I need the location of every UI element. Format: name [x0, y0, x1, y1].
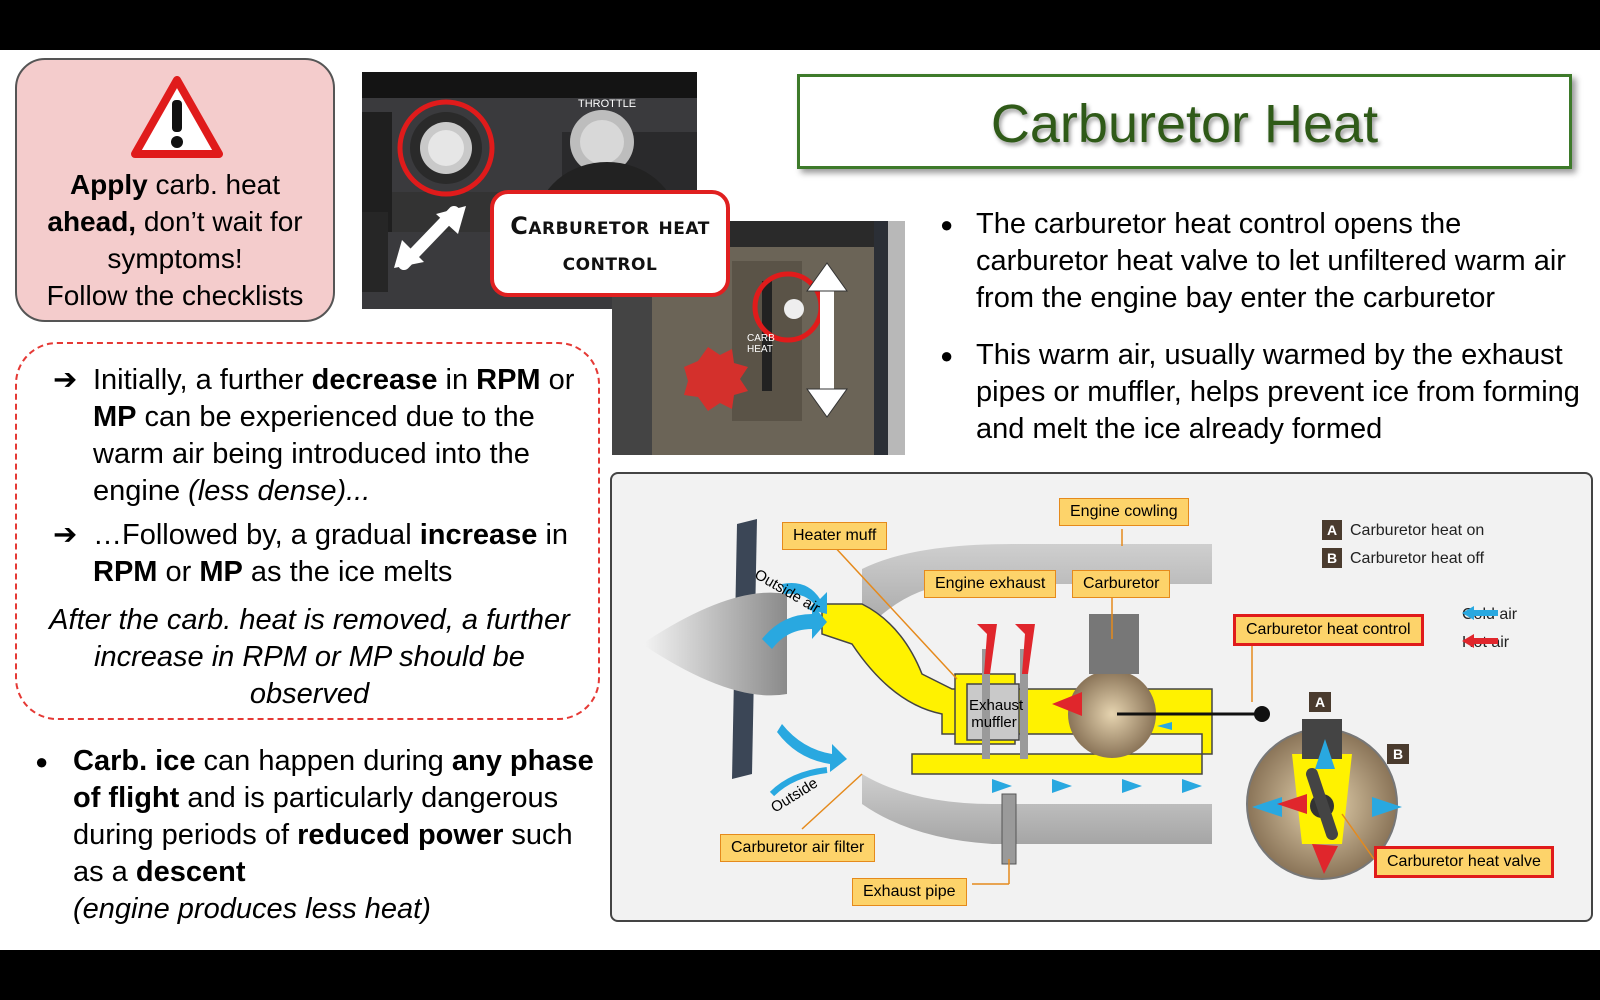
label-carb-heat-valve: Carburetor heat valve [1374, 846, 1554, 878]
bullet-item: This warm air, usually warmed by the exh… [940, 337, 1590, 448]
legend-cold-air: Cold air [1462, 606, 1517, 624]
label-exhaust-pipe: Exhaust pipe [852, 878, 967, 906]
carb-heat-diagram: A B Heater muff Engine cowling Engine ex… [610, 472, 1593, 922]
effects-box: ➔ Initially, a further decrease in RPM o… [15, 342, 600, 720]
diagram-drawing: A B [642, 519, 1409, 885]
page-title: Carburetor Heat [990, 94, 1379, 154]
label-carb-air-filter: Carburetor air filter [720, 834, 876, 862]
warning-icon [131, 76, 223, 158]
effect-item-1: ➔ Initially, a further decrease in RPM o… [53, 364, 575, 507]
carb-ice-bullet: ● Carb. ice can happen during any phase … [35, 745, 594, 925]
svg-text:B: B [1393, 746, 1403, 762]
svg-text:A: A [1315, 694, 1325, 710]
legend-b-badge: B [1322, 548, 1342, 568]
legend-hot-air: Hot air [1462, 634, 1509, 652]
label-exhaust-muffler: Exhaust muffler [969, 697, 1024, 731]
cockpit-photo-carb-heat: CARB HEAT [612, 221, 905, 455]
carb-heat-control-callout: Carburetor heat control [490, 190, 730, 297]
arrow-icon: ➔ [53, 519, 78, 551]
right-bullet-list: The carburetor heat control opens the ca… [940, 206, 1590, 468]
legend-a-badge: A [1322, 520, 1342, 540]
effect-item-2: ➔ …Followed by, a gradual increase in RP… [53, 519, 569, 588]
carb-heat-panel-label: CARB HEAT [747, 333, 775, 355]
throttle-label: THROTTLE [578, 98, 637, 110]
label-engine-exhaust: Engine exhaust [924, 570, 1057, 598]
label-carb-heat-control: Carburetor heat control [1233, 614, 1424, 646]
slide: Apply carb. heat ahead, don’t wait for s… [0, 50, 1600, 950]
title-box: Carburetor Heat [797, 74, 1572, 169]
cold-air-arrow-icon [1462, 606, 1498, 620]
hot-air-arrow-icon [1462, 634, 1498, 648]
after-removal-note: After the carb. heat is removed, a furth… [49, 604, 570, 710]
label-heater-muff: Heater muff [782, 522, 888, 550]
label-engine-cowling: Engine cowling [1059, 498, 1189, 526]
warning-text: Apply carb. heat ahead, don’t wait for s… [46, 169, 304, 311]
bullet-item: The carburetor heat control opens the ca… [940, 206, 1590, 317]
arrow-icon: ➔ [53, 364, 78, 396]
label-carburetor: Carburetor [1072, 570, 1171, 598]
warning-box: Apply carb. heat ahead, don’t wait for s… [15, 58, 335, 322]
